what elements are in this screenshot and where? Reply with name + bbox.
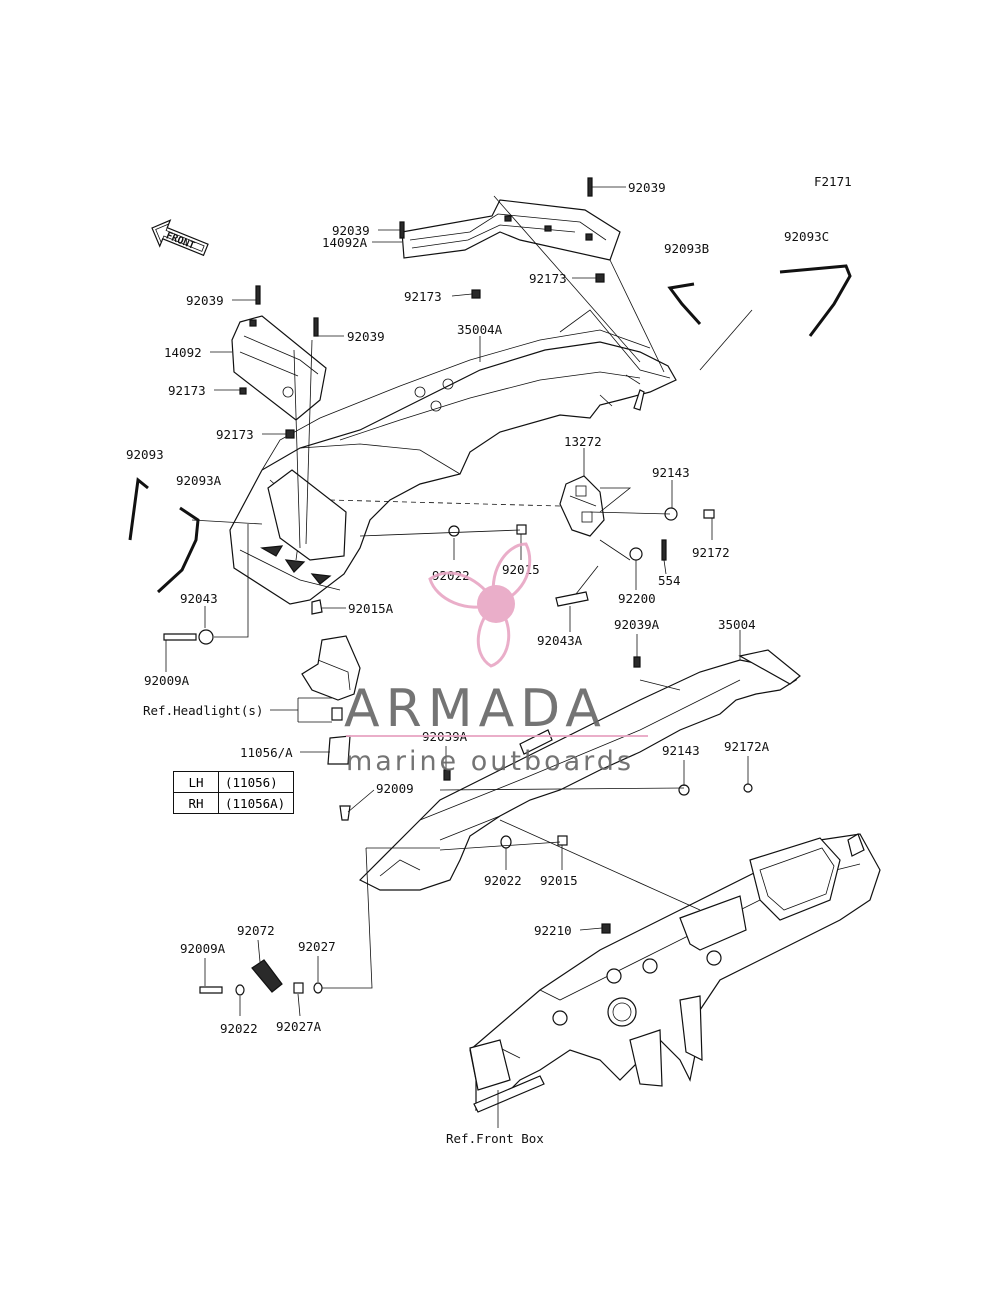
headlight-bracket [301, 635, 361, 765]
callout-92039: 92039 [186, 293, 224, 308]
watermark: ARMADA marine outboards [344, 542, 648, 777]
callout-92039A: 92039A [614, 617, 660, 632]
callout-92093A: 92093A [176, 473, 222, 488]
callout-92009: 92009 [376, 781, 414, 796]
callout-554: 554 [658, 573, 681, 588]
callout-14092: 14092 [164, 345, 202, 360]
callout-92093B: 92093B [664, 241, 709, 256]
callout-92200: 92200 [618, 591, 656, 606]
callout-92172: 92172 [692, 545, 730, 560]
propeller-logo-icon [428, 542, 532, 668]
bracket-13272 [559, 475, 605, 537]
seal-92093A [156, 506, 200, 594]
seal-92093 [128, 477, 149, 541]
trim-14092A [401, 199, 621, 261]
figure-code: F2171 [814, 174, 852, 189]
callout-92143: 92143 [652, 465, 690, 480]
seal-92093C [779, 264, 852, 337]
callout-92009A: 92009A [180, 941, 226, 956]
watermark-brand: ARMADA [344, 679, 607, 739]
callout-92143: 92143 [662, 743, 700, 758]
callout-92039: 92039 [347, 329, 385, 344]
callout-92022: 92022 [220, 1021, 258, 1036]
callout-92039: 92039 [332, 223, 370, 238]
seal-92093B [667, 282, 702, 326]
legend-side: LH [173, 771, 219, 793]
callout-92043: 92043 [180, 591, 218, 606]
callout-13272: 13272 [564, 434, 602, 449]
callout-92022: 92022 [484, 873, 522, 888]
callout-92173: 92173 [216, 427, 254, 442]
hardware [163, 177, 753, 996]
callout-92072: 92072 [237, 923, 275, 938]
callout-35004A: 35004A [457, 322, 503, 337]
legend-part: (11056) [218, 771, 294, 793]
front-arrow-icon: FRONT [151, 219, 209, 257]
callout-92027A: 92027A [276, 1019, 322, 1034]
callout-11056A: 11056/A [240, 745, 293, 760]
callout-92039: 92039 [628, 180, 666, 195]
callout-92172A: 92172A [724, 739, 770, 754]
legend-part: (11056A) [218, 792, 294, 814]
callout-labels: 92039 92039 14092A 92173 92173 92093B 92… [126, 180, 829, 1146]
trim-14092 [231, 315, 327, 421]
legend-row: RH (11056A) [173, 792, 294, 814]
callout-92093C: 92093C [784, 229, 829, 244]
callout-92173: 92173 [529, 271, 567, 286]
callout-92043A: 92043A [537, 633, 583, 648]
callout-92027: 92027 [298, 939, 336, 954]
ref-headlight: Ref.Headlight(s) [143, 703, 263, 718]
callout-14092A: 14092A [322, 235, 368, 250]
callout-35004: 35004 [718, 617, 756, 632]
dash-assembly [469, 833, 881, 1113]
callout-92022: 92022 [432, 568, 470, 583]
callout-92173: 92173 [404, 289, 442, 304]
legend-side: RH [173, 792, 219, 814]
callout-92015: 92015 [502, 562, 540, 577]
callout-92093: 92093 [126, 447, 164, 462]
callout-92210: 92210 [534, 923, 572, 938]
callout-92015: 92015 [540, 873, 578, 888]
side-legend-table: LH (11056) RH (11056A) [173, 771, 294, 814]
callout-92015A: 92015A [348, 601, 394, 616]
legend-row: LH (11056) [173, 771, 294, 793]
watermark-tagline: marine outboards [346, 746, 634, 777]
callout-92173: 92173 [168, 383, 206, 398]
ref-front-box: Ref.Front Box [446, 1131, 544, 1146]
callout-92009A: 92009A [144, 673, 190, 688]
leader-lines [165, 186, 753, 1128]
